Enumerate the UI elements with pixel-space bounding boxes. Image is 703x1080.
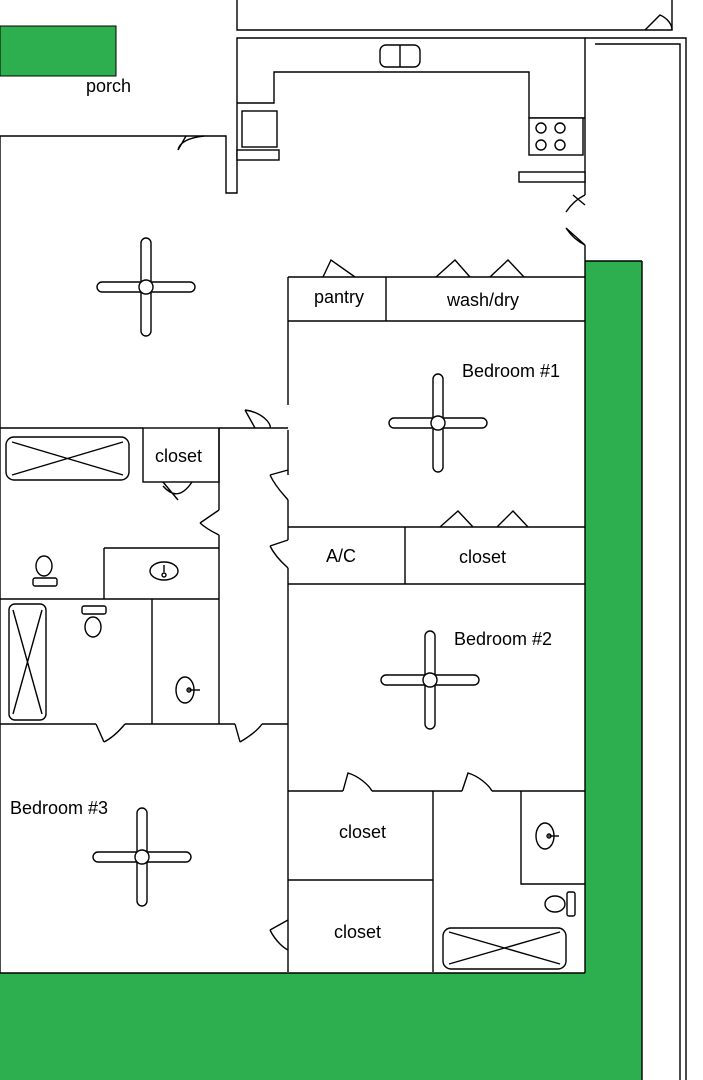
closet-bed2b-label: closet (334, 922, 381, 942)
stove-icon (528, 117, 584, 156)
closet-bed2a-label: closet (339, 822, 386, 842)
east-lawn (585, 261, 642, 1080)
toilet-icon (81, 605, 107, 638)
wash-dry-label: wash/dry (446, 290, 519, 310)
closet-hall-label: closet (155, 446, 202, 466)
outer-fence (236, 0, 687, 1080)
ac-label: A/C (326, 546, 356, 566)
porch-label: porch (86, 76, 131, 96)
bathtub-icon (5, 436, 130, 481)
porch-lawn (0, 25, 117, 77)
south-lawn (0, 973, 642, 1080)
closet-bed1-label: closet (459, 547, 506, 567)
bedroom3-label: Bedroom #3 (10, 798, 108, 818)
toilet-icon (544, 891, 576, 917)
bathtub-icon (442, 927, 567, 970)
bedroom1-label: Bedroom #1 (462, 361, 560, 381)
sink-icon (175, 676, 200, 704)
ceiling-fan-icon (92, 807, 192, 907)
bathtub-icon (8, 603, 47, 721)
ceiling-fan-icon (388, 373, 488, 473)
bedroom2-label: Bedroom #2 (454, 629, 552, 649)
pantry-label: pantry (314, 287, 364, 307)
ceiling-fan-icon (96, 237, 196, 337)
sink-icon (379, 44, 421, 68)
sink-icon (535, 822, 559, 850)
ceiling-fan-icon (380, 630, 480, 730)
door-swing-icon (95, 14, 673, 951)
toilet-icon (32, 555, 58, 587)
building-walls (0, 37, 586, 973)
sink-icon (149, 561, 179, 581)
